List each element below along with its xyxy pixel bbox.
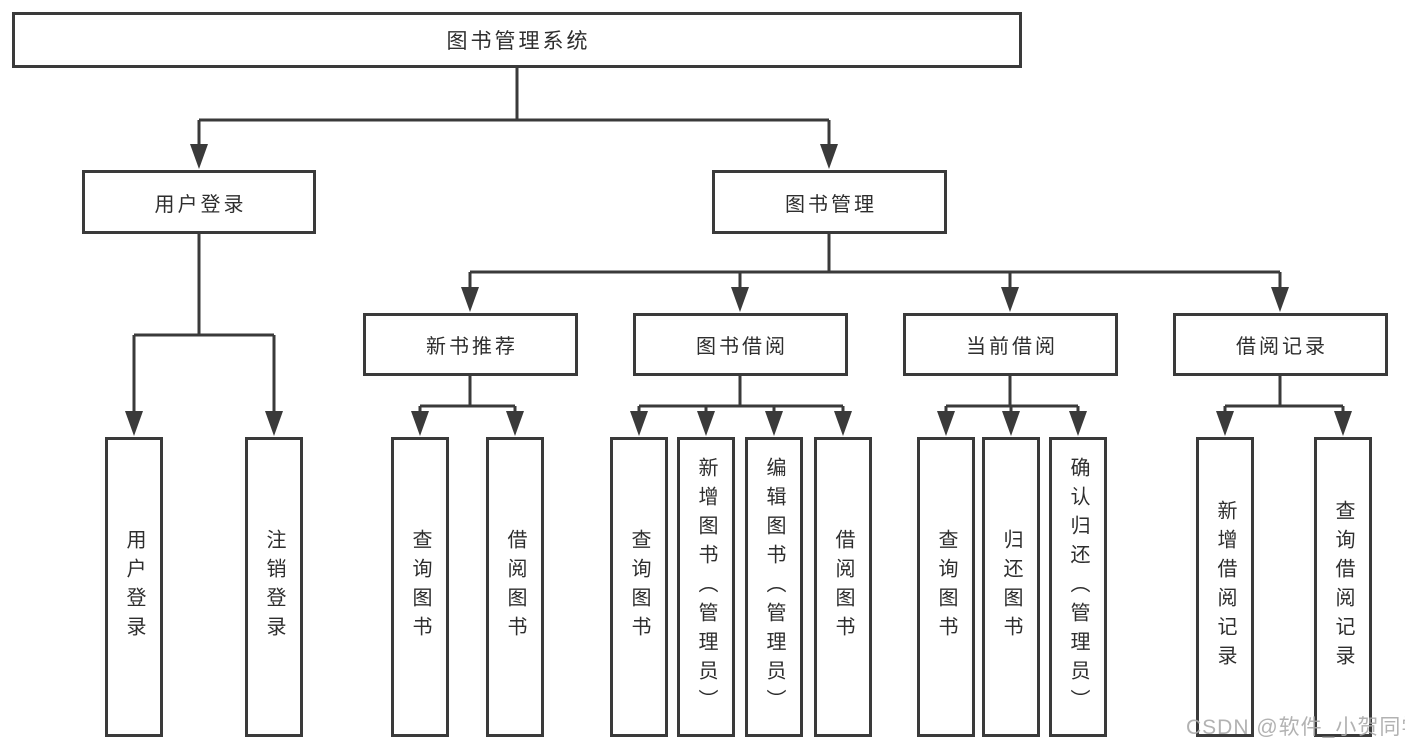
leaf-borrow-books-borrowing: 借阅图书 <box>814 437 872 737</box>
leaf-edit-book-admin: 编辑图书（管理员） <box>745 437 803 737</box>
leaf-confirm-return-admin: 确认归还（管理员） <box>1049 437 1107 737</box>
leaf-query-borrow-record: 查询借阅记录 <box>1314 437 1372 737</box>
leaf-label: 查询图书 <box>628 529 650 645</box>
leaf-return-books: 归还图书 <box>982 437 1040 737</box>
leaf-logout-login: 注销登录 <box>245 437 303 737</box>
leaf-add-borrow-record: 新增借阅记录 <box>1196 437 1254 737</box>
leaf-add-book-admin: 新增图书（管理员） <box>677 437 735 737</box>
leaf-label: 查询借阅记录 <box>1332 500 1354 674</box>
node-current-borrowing: 当前借阅 <box>903 313 1118 376</box>
leaf-label: 借阅图书 <box>504 529 526 645</box>
leaf-label: 确认归还（管理员） <box>1067 456 1089 718</box>
node-book-borrowing: 图书借阅 <box>633 313 848 376</box>
leaf-label: 归还图书 <box>1000 529 1022 645</box>
node-borrowing-records: 借阅记录 <box>1173 313 1388 376</box>
node-user-login: 用户登录 <box>82 170 316 234</box>
leaf-query-books-borrowing: 查询图书 <box>610 437 668 737</box>
leaf-label: 查询图书 <box>935 529 957 645</box>
watermark-text: CSDN @软件_小贺同学 <box>1186 716 1405 739</box>
leaf-label: 查询图书 <box>409 529 431 645</box>
leaf-borrow-books-recommend: 借阅图书 <box>486 437 544 737</box>
leaf-label: 新增图书（管理员） <box>695 456 717 718</box>
node-library-system: 图书管理系统 <box>12 12 1022 68</box>
leaf-query-books-recommend: 查询图书 <box>391 437 449 737</box>
leaf-label: 借阅图书 <box>832 529 854 645</box>
node-new-book-recommend: 新书推荐 <box>363 313 578 376</box>
leaf-label: 新增借阅记录 <box>1214 500 1236 674</box>
leaf-label: 用户登录 <box>123 529 145 645</box>
leaf-label: 注销登录 <box>263 529 285 645</box>
leaf-label: 编辑图书（管理员） <box>763 456 785 718</box>
leaf-user-login: 用户登录 <box>105 437 163 737</box>
leaf-query-books-current: 查询图书 <box>917 437 975 737</box>
node-book-management: 图书管理 <box>712 170 947 234</box>
